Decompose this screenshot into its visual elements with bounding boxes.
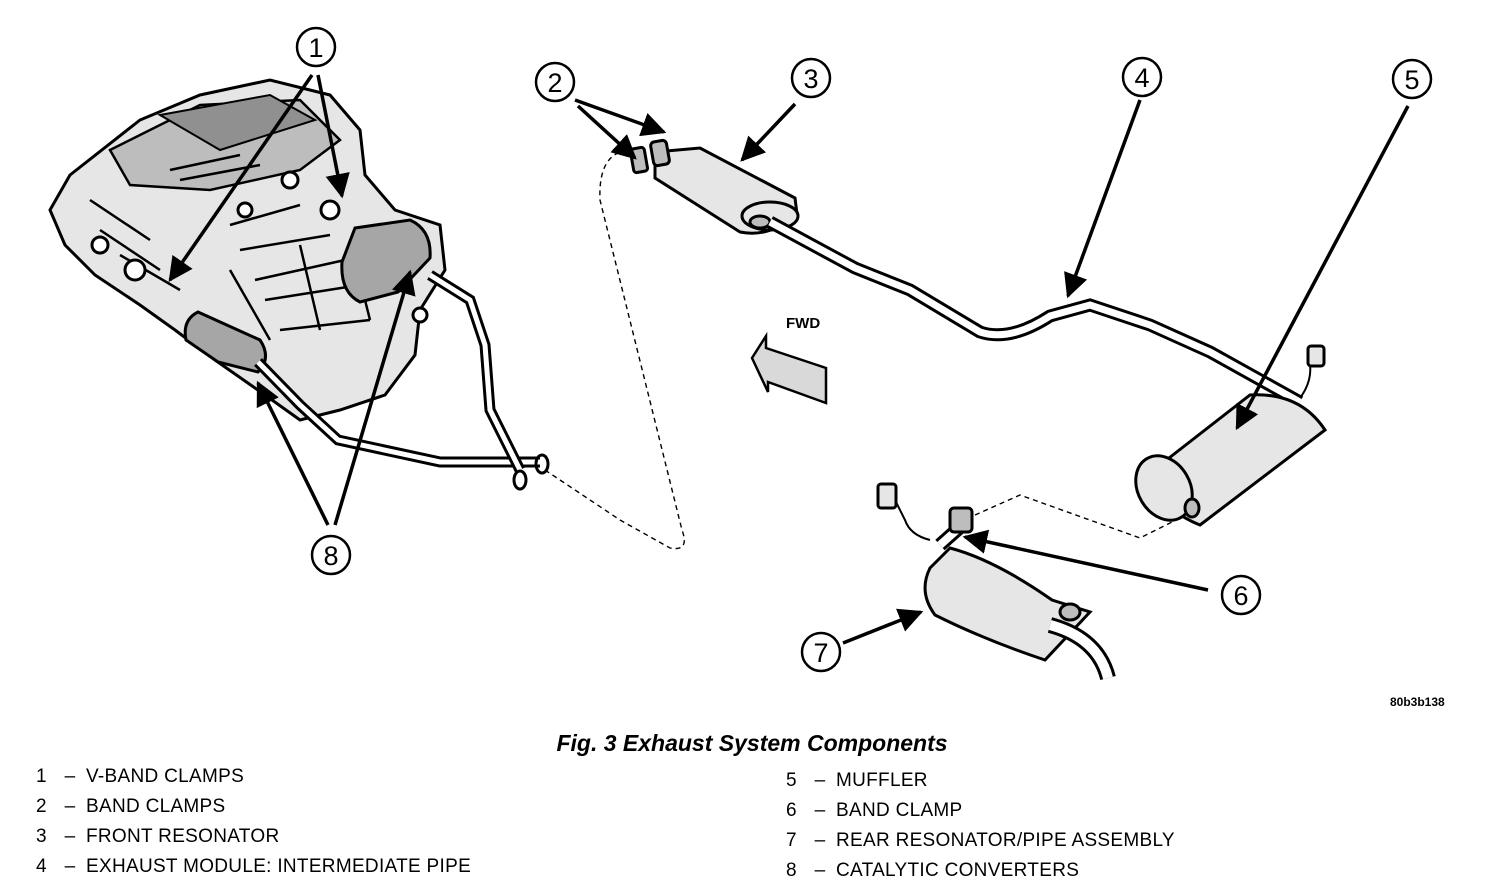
exhaust-diagram: FWD [48, 26, 1445, 709]
legend-number: 4 [36, 856, 47, 877]
legend-text: CATALYTIC CONVERTERS [836, 860, 1080, 881]
svg-text:3: 3 [803, 64, 818, 94]
callout-6: 6 [1220, 574, 1262, 616]
legend-text: MUFFLER [836, 770, 928, 791]
legend-text: FRONT RESONATOR [86, 826, 280, 847]
engine-assembly [48, 78, 550, 491]
svg-text:4: 4 [1134, 63, 1149, 93]
callout-2: 2 [534, 61, 576, 103]
legend-item: 4–EXHAUST MODULE: INTERMEDIATE PIPE [36, 852, 471, 882]
legend-text: BAND CLAMPS [86, 796, 226, 817]
rear-resonator-assembly [876, 482, 1116, 681]
leader-arrows [168, 74, 1410, 645]
legend-number: 2 [36, 796, 47, 817]
image-code: 80b3b138 [1390, 695, 1445, 709]
legend-dash: – [814, 830, 826, 851]
legend-number: 6 [786, 800, 797, 821]
svg-text:8: 8 [323, 541, 338, 571]
legend-dash: – [64, 796, 76, 817]
legend-number: 1 [36, 766, 47, 787]
legend-item: 7–REAR RESONATOR/PIPE ASSEMBLY [786, 826, 1175, 856]
dashed-connector-lines [544, 149, 1181, 550]
legend-text: REAR RESONATOR/PIPE ASSEMBLY [836, 830, 1175, 851]
callout-3: 3 [790, 57, 832, 99]
legend-right: 5–MUFFLER 6–BAND CLAMP 7–REAR RESONATOR/… [786, 766, 1175, 886]
legend-item: 5–MUFFLER [786, 766, 1175, 796]
svg-text:5: 5 [1404, 65, 1419, 95]
svg-text:6: 6 [1233, 581, 1248, 611]
legend-dash: – [814, 860, 826, 881]
legend-text: EXHAUST MODULE: INTERMEDIATE PIPE [86, 856, 472, 877]
legend-dash: – [64, 856, 76, 877]
legend-item: 2–BAND CLAMPS [36, 792, 471, 822]
legend-dash: – [814, 770, 826, 791]
svg-text:7: 7 [813, 638, 828, 668]
legend-item: 1–V-BAND CLAMPS [36, 762, 471, 792]
svg-text:2: 2 [547, 68, 562, 98]
legend-number: 7 [786, 830, 797, 851]
legend-number: 3 [36, 826, 47, 847]
fwd-direction-arrow: FWD [750, 315, 828, 405]
legend-dash: – [64, 766, 76, 787]
legend-text: BAND CLAMP [836, 800, 963, 821]
callout-1: 1 [295, 26, 337, 68]
fwd-label: FWD [786, 315, 820, 332]
callout-4: 4 [1121, 56, 1163, 98]
legend-item: 8–CATALYTIC CONVERTERS [786, 856, 1175, 886]
legend-item: 3–FRONT RESONATOR [36, 822, 471, 852]
svg-text:1: 1 [308, 33, 323, 63]
callout-8: 8 [310, 534, 352, 576]
legend-number: 5 [786, 770, 797, 791]
legend-item: 6–BAND CLAMP [786, 796, 1175, 826]
callout-5: 5 [1391, 58, 1433, 100]
legend-text: V-BAND CLAMPS [86, 766, 245, 787]
callout-7: 7 [800, 631, 842, 673]
legend-left: 1–V-BAND CLAMPS 2–BAND CLAMPS 3–FRONT RE… [36, 762, 471, 882]
legend-dash: – [64, 826, 76, 847]
exhaust-module [628, 138, 1328, 527]
figure-caption: Fig. 3 Exhaust System Components [556, 730, 948, 756]
legend-number: 8 [786, 860, 797, 881]
legend-dash: – [814, 800, 826, 821]
